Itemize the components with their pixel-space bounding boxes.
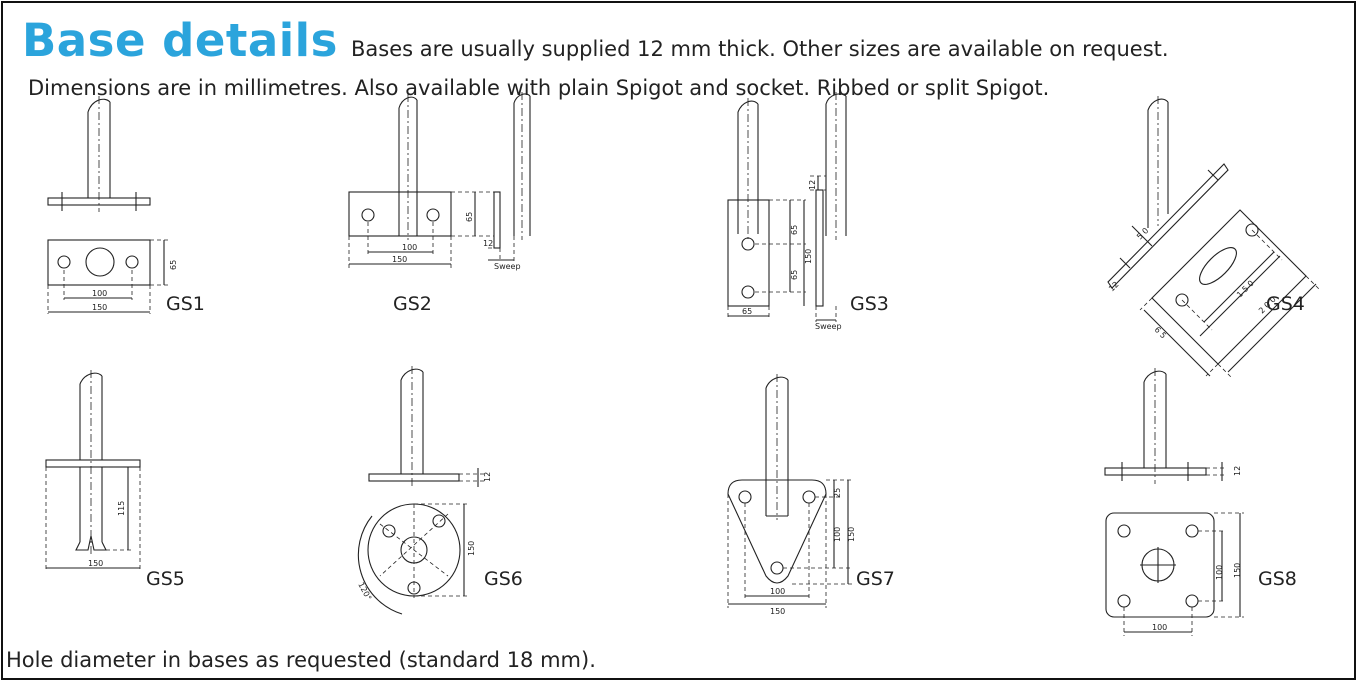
gs1-side-view <box>47 96 151 212</box>
gs1-dim-width: 150 <box>92 303 107 312</box>
gs3-dim-height: 150 <box>804 249 813 264</box>
intro-line-2: Dimensions are in millimetres. Also avai… <box>28 76 1050 100</box>
gs7-dim-top: 25 <box>833 488 842 498</box>
gs2-dim-height: 65 <box>465 212 474 222</box>
gs8-label: GS8 <box>1258 568 1297 590</box>
gs7-dim-width: 150 <box>770 607 785 616</box>
gs3-dim-sweep: Sweep <box>815 322 842 331</box>
gs5-dim-width: 150 <box>88 559 103 568</box>
gs3-label: GS3 <box>850 293 889 315</box>
gs2-dim-hole-spacing: 100 <box>402 243 417 252</box>
gs1-label: GS1 <box>166 293 205 315</box>
gs2-dim-sweep: Sweep <box>494 262 521 271</box>
diagram-gs2: 100 150 65 12 Sweep GS2 <box>348 92 531 315</box>
gs7-dim-height-inner: 100 <box>833 527 842 542</box>
footer-note: Hole diameter in bases as requested (sta… <box>6 648 596 672</box>
intro-line-1: Bases are usually supplied 12 mm thick. … <box>350 37 1169 61</box>
diagram-gs7: 25 100 150 100 150 GS7 <box>727 374 895 616</box>
gs3-dim-width: 65 <box>742 307 752 316</box>
page-title: Base details <box>22 14 338 67</box>
diagram-gs5: 115 150 GS5 <box>45 370 185 590</box>
gs5-dim-depth: 115 <box>117 501 126 516</box>
gs4-dim-hole-spacing: 1 5 0 <box>1235 279 1256 300</box>
gs7-label: GS7 <box>856 568 895 590</box>
gs6-dim-thickness: 12 <box>483 472 492 482</box>
gs3-front-view: 65 65 65 150 <box>727 98 813 318</box>
gs1-dim-height: 65 <box>169 260 178 270</box>
gs1-dim-hole-spacing: 100 <box>92 289 107 298</box>
diagram-gs6: 12 150 120° GS6 <box>356 366 523 615</box>
gs1-plan-view: 100 150 65 <box>47 239 178 314</box>
diagram-gs8: 12 100 150 100 GS8 <box>1104 368 1297 636</box>
gs6-plan-view: 150 120° <box>356 503 476 615</box>
gs2-front-view: 100 150 65 <box>348 94 494 268</box>
gs7-dim-height: 150 <box>847 527 856 542</box>
gs4-dim-width: 6 5 <box>1153 325 1168 340</box>
gs8-dim-hole-spacing-h: 100 <box>1152 623 1167 632</box>
gs6-label: GS6 <box>484 568 523 590</box>
gs8-plan-view: 100 150 100 <box>1105 512 1244 636</box>
gs8-side-view: 12 <box>1104 368 1242 484</box>
gs3-dim-lower: 65 <box>790 270 799 280</box>
gs6-side-view: 12 <box>368 366 492 487</box>
gs6-dim-diameter: 150 <box>467 541 476 556</box>
diagram-gs4: 5 0 12 1 5 0 2 0 0 6 5 GS4 <box>1107 96 1321 379</box>
gs4-dim-spigot-offset: 5 0 <box>1135 226 1150 241</box>
gs3-side-view: 12 Sweep <box>808 92 847 331</box>
gs2-dim-width: 150 <box>392 255 407 264</box>
gs6-dim-angle: 120° <box>356 581 373 602</box>
gs8-dim-height: 150 <box>1233 563 1242 578</box>
diagram-gs3: 65 65 65 150 12 Sweep GS3 <box>727 92 889 331</box>
gs7-dim-hole-spacing: 100 <box>770 587 785 596</box>
gs8-dim-hole-spacing-v: 100 <box>1215 565 1224 580</box>
gs3-dim-upper: 65 <box>790 225 799 235</box>
gs2-dim-thickness: 12 <box>483 239 493 248</box>
gs8-dim-thickness: 12 <box>1233 466 1242 476</box>
gs4-spigot-view: 5 0 12 <box>1107 96 1229 293</box>
gs3-dim-thickness: 12 <box>808 180 817 190</box>
header: Base details Bases are usually supplied … <box>22 14 1169 67</box>
gs2-label: GS2 <box>393 293 432 315</box>
gs5-label: GS5 <box>146 568 185 590</box>
gs4-label: GS4 <box>1266 293 1305 315</box>
gs2-side-view: 12 Sweep <box>483 92 531 271</box>
diagram-gs1: 100 150 65 GS1 <box>47 96 205 315</box>
